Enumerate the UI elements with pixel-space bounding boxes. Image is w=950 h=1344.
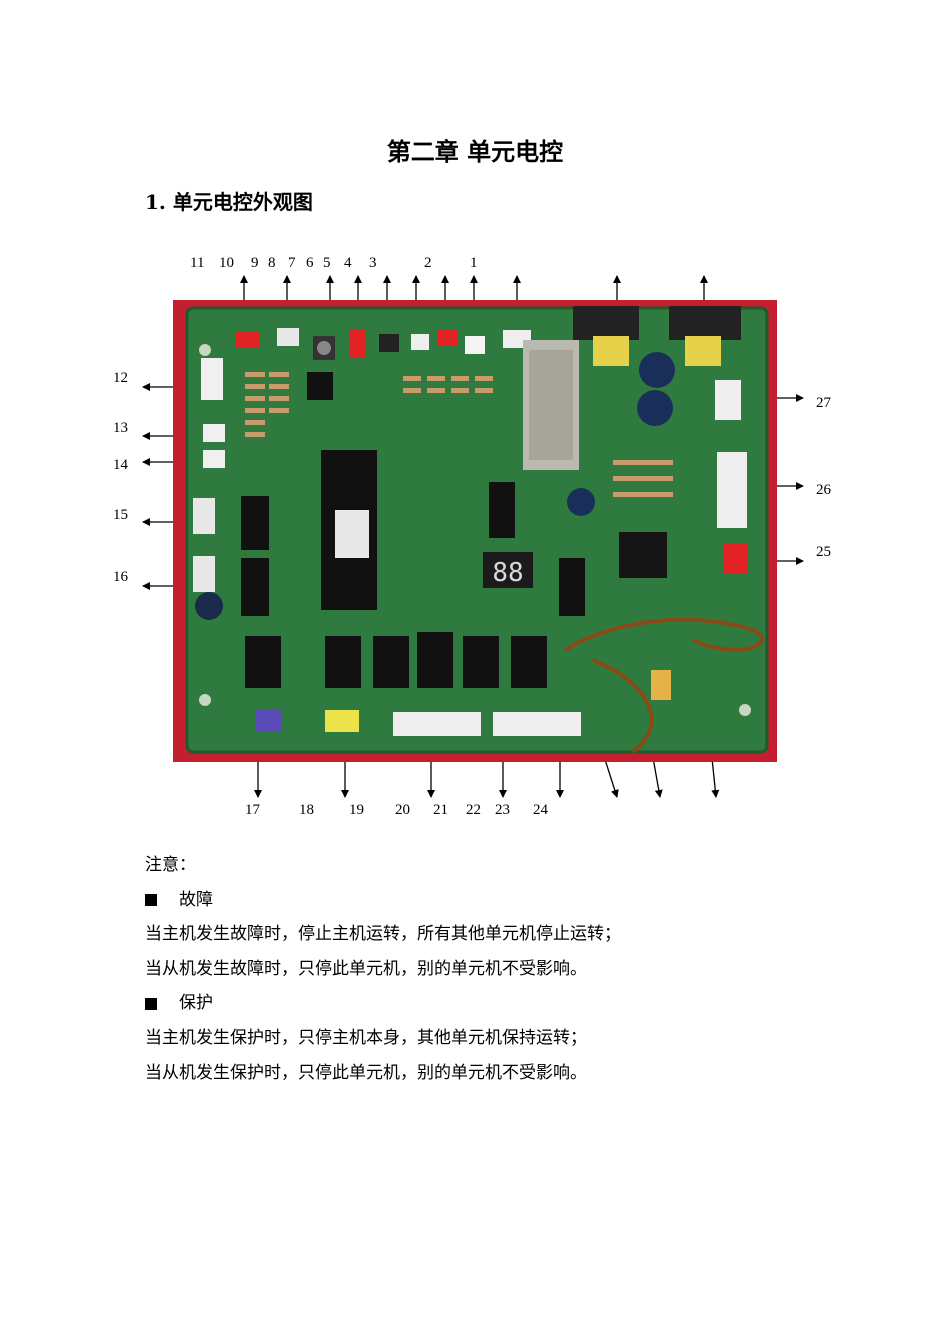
section-title: 1. 单元电控外观图	[145, 190, 313, 214]
fault-line-1: 当主机发生故障时，停止主机运转，所有其他单元机停止运转；	[145, 924, 621, 945]
label-8: 8	[268, 255, 276, 271]
label-5: 5	[323, 255, 331, 271]
label-2: 2	[424, 255, 432, 271]
label-14: 14	[113, 457, 128, 473]
label-20: 20	[395, 802, 410, 818]
notes-section: 注意： 故障 当主机发生故障时，停止主机运转，所有其他单元机停止运转； 当从机发…	[145, 848, 621, 1090]
fault-line-2: 当从机发生故障时，只停此单元机，别的单元机不受影响。	[145, 958, 587, 979]
protect-line-2: 当从机发生保护时，只停此单元机，别的单元机不受影响。	[145, 1062, 587, 1083]
label-10: 10	[219, 255, 234, 271]
label-21: 21	[433, 802, 448, 818]
label-13: 13	[113, 420, 128, 436]
label-25: 25	[816, 544, 831, 560]
protect-line-1: 当主机发生保护时，只停主机本身，其他单元机保持运转；	[145, 1027, 587, 1048]
label-7: 7	[288, 255, 296, 271]
chapter-title: 第二章 单元电控	[386, 137, 564, 166]
label-18: 18	[299, 802, 314, 818]
label-23: 23	[495, 802, 510, 818]
label-16: 16	[113, 569, 128, 585]
board-figure: 11 10 9 8 7 6 5 4 3 2 1 12 13 14 15 16 2…	[113, 255, 831, 818]
label-19: 19	[349, 802, 364, 818]
label-9: 9	[251, 255, 259, 271]
fault-heading: 故障	[145, 883, 621, 918]
square-bullet-icon	[145, 893, 157, 906]
label-24: 24	[533, 802, 548, 818]
seven-segment-display: 88	[492, 558, 523, 588]
label-22: 22	[466, 802, 481, 818]
fault-title: 故障	[179, 889, 213, 910]
label-27: 27	[816, 395, 831, 411]
label-11: 11	[190, 255, 205, 271]
label-15: 15	[113, 507, 128, 523]
label-17: 17	[245, 802, 260, 818]
notes-heading: 注意：	[145, 855, 196, 875]
label-12: 12	[113, 370, 128, 386]
protect-heading: 保护	[145, 986, 621, 1021]
label-1: 1	[470, 255, 478, 271]
protect-title: 保护	[179, 993, 213, 1014]
square-bullet-icon	[145, 997, 157, 1010]
label-4: 4	[344, 255, 352, 271]
label-3: 3	[369, 255, 377, 271]
circuit-board-photo: 88	[173, 300, 777, 762]
label-6: 6	[306, 255, 314, 271]
label-26: 26	[816, 482, 831, 498]
